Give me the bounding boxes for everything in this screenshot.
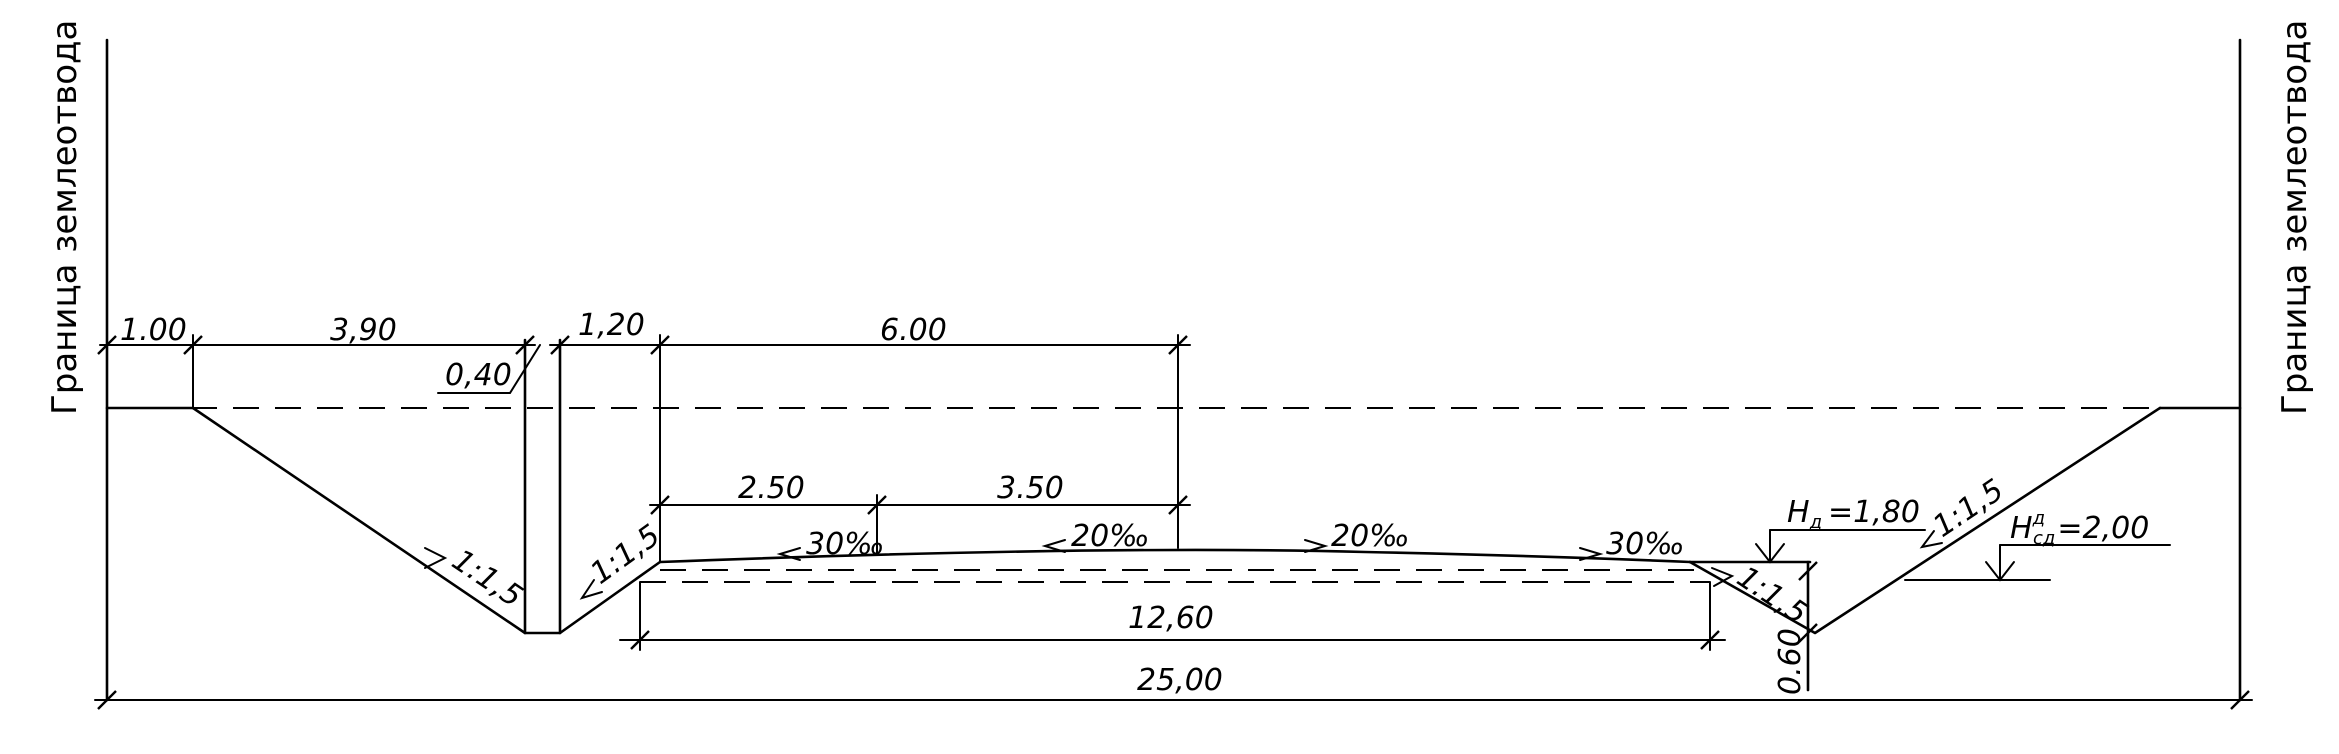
dim-3-90: 3,90 — [330, 313, 397, 348]
left-boundary-label: Граница землеотвода — [45, 20, 85, 415]
right-ditch-profile — [1688, 406, 2162, 635]
depth-h-d: Hд=1,80 — [1755, 495, 1926, 564]
slope-left-outer: 1:1,5 — [424, 543, 529, 615]
gradient-3: 20‰ — [1304, 519, 1410, 554]
gradient-2: 20‰ — [1041, 519, 1150, 554]
svg-text:30‰: 30‰ — [1606, 527, 1685, 562]
svg-text:20‰: 20‰ — [1331, 519, 1410, 554]
slope-right-inner: 1:1,5 — [1711, 560, 1814, 632]
tick — [1798, 561, 1818, 581]
dim-6-00: 6.00 — [880, 313, 947, 348]
roadway-crown — [658, 548, 1692, 564]
left-ditch-profile — [191, 406, 662, 635]
gradient-1: 30‰ — [776, 527, 885, 562]
dim-12-60: 12,60 — [1128, 601, 1214, 636]
tick — [1168, 335, 1188, 355]
tick — [97, 690, 117, 710]
tick — [650, 495, 670, 515]
tick — [867, 495, 887, 515]
dim-0-40: 0,40 — [445, 358, 512, 393]
tick — [1168, 495, 1188, 515]
gradient-4: 30‰ — [1579, 527, 1685, 562]
dim-0-60: 0.60 — [1773, 628, 1808, 695]
tick — [630, 630, 650, 650]
svg-text:30‰: 30‰ — [806, 527, 885, 562]
tick — [550, 335, 570, 355]
tick — [1700, 630, 1720, 650]
tick — [97, 335, 117, 355]
tick — [2230, 690, 2250, 710]
dim-1-20: 1,20 — [578, 308, 645, 343]
tick — [515, 335, 535, 355]
tick — [1798, 623, 1818, 643]
svg-text:20‰: 20‰ — [1071, 519, 1150, 554]
dim-2-50: 2.50 — [738, 471, 805, 506]
tick — [183, 335, 203, 355]
svg-text:1:1,5: 1:1,5 — [446, 543, 529, 615]
leader-0-40 — [437, 344, 541, 394]
svg-text:1:1,5: 1:1,5 — [1731, 560, 1814, 632]
dim-3-50: 3.50 — [997, 471, 1064, 506]
right-boundary-label: Граница землеотвода — [2275, 20, 2315, 415]
svg-text:Hд=1,80: Hд=1,80 — [1787, 495, 1920, 533]
dim-1-00: 1.00 — [120, 313, 187, 348]
dim-25-00: 25,00 — [1137, 663, 1223, 698]
tick — [650, 335, 670, 355]
svg-text:1:1,5: 1:1,5 — [584, 518, 667, 592]
